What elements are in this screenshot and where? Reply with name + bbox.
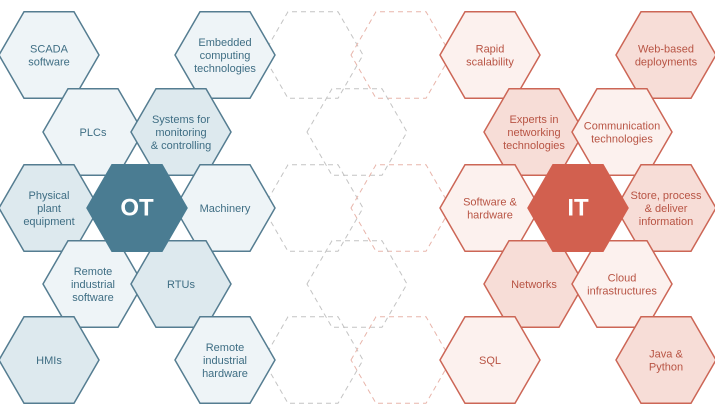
ot-hexagon-label-machinery: Machinery [200,203,251,215]
label-line: Java & [649,349,683,361]
it-hexagon-label-networks: Networks [511,279,557,291]
ot-hexagon-hmis [0,315,100,405]
label-line: technologies [194,63,256,75]
label-line: software [72,292,114,304]
label-line: Web-based [638,44,694,56]
label-line: scalability [466,57,514,69]
ot-hexagon-label-plcs: PLCs [80,127,107,139]
dashed-hexagon [262,11,364,99]
label-line: Experts in [510,114,559,126]
label-line: equipment [23,216,74,228]
label-line: Embedded [198,37,251,49]
label-line: software [28,57,70,69]
label-line: Python [649,362,683,374]
it-title: IT [567,194,589,221]
it-hexagon-rapid [439,10,541,100]
ot-hexagon-label-hmis: HMIs [36,355,62,367]
ot-hexagon-label-rtus: RTUs [167,279,195,291]
it-hexagon-sql [439,315,541,405]
label-line: Store, process [631,190,702,202]
label-line: Systems for [152,114,210,126]
label-line: Rapid [476,44,505,56]
label-line: information [639,216,693,228]
label-line: plant [37,203,61,215]
label-line: Communication [584,121,660,133]
label-line: Cloud [608,273,637,285]
label-line: Networks [511,279,557,291]
dashed-hexagon [262,316,364,404]
label-line: & controlling [151,140,212,152]
label-line: computing [200,50,251,62]
it-hexagon-label-java: Java &Python [649,349,684,374]
label-line: networking [507,127,560,139]
dashed-hexagon [350,164,452,252]
label-line: Software & [463,197,517,209]
ot-center-hexagon [86,163,188,253]
dashed-hexagon [306,240,408,328]
it-center-hexagon [527,163,629,253]
label-line: deployments [635,57,698,69]
label-line: Remote [206,342,245,354]
label-line: monitoring [155,127,206,139]
label-line: infrastructures [587,286,657,298]
it-hexagon-label-software-hardware: Software &hardware [463,197,517,222]
label-line: industrial [203,355,247,367]
dashed-hexagon [350,11,452,99]
it-hexagon-java [615,315,715,405]
label-line: hardware [467,210,513,222]
label-line: industrial [71,279,115,291]
dashed-hexagon [306,88,408,176]
label-line: & deliver [645,203,688,215]
ot-title: OT [120,194,154,221]
label-line: SCADA [30,44,69,56]
ot-hexagon-remote-hardware [174,315,276,405]
label-line: RTUs [167,279,195,291]
dashed-hexagon [350,316,452,404]
label-line: Physical [29,190,70,202]
label-line: SQL [479,355,501,367]
it-hexagon-label-sql: SQL [479,355,501,367]
label-line: Machinery [200,203,251,215]
ot-hexagon-scada [0,10,100,100]
label-line: technologies [591,134,653,146]
label-line: technologies [503,140,565,152]
label-line: HMIs [36,355,62,367]
dashed-hexagon [262,164,364,252]
label-line: PLCs [80,127,107,139]
label-line: Remote [74,266,113,278]
label-line: hardware [202,368,248,380]
